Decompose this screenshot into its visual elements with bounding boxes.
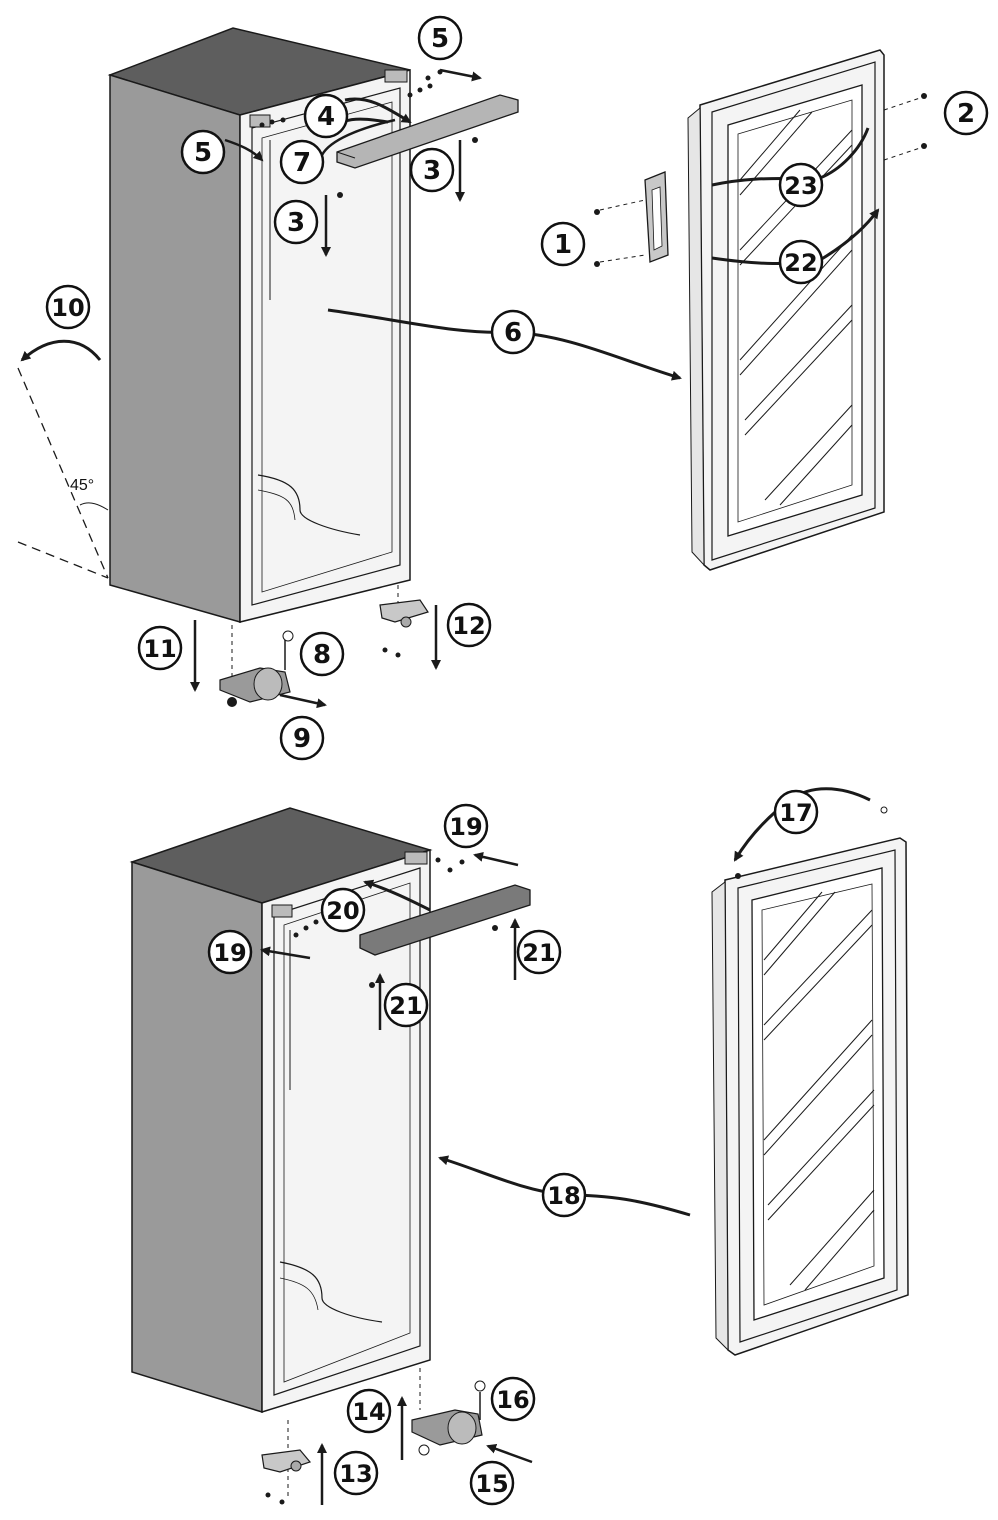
callout-c1: 1 bbox=[540, 221, 586, 267]
relocated-bottom-hinge bbox=[261, 1449, 312, 1473]
cabinet-top-scene: 45° bbox=[17, 27, 682, 709]
callout-circle bbox=[443, 803, 489, 849]
callout-c19b: 19 bbox=[207, 929, 253, 975]
callout-number: 17 bbox=[779, 799, 812, 827]
callout-c22: 22 bbox=[778, 239, 824, 285]
callout-circle bbox=[180, 129, 226, 175]
callout-number: 22 bbox=[784, 249, 817, 277]
callout-number: 13 bbox=[339, 1460, 372, 1488]
callout-c19a: 19 bbox=[443, 803, 489, 849]
callout-number: 14 bbox=[352, 1398, 385, 1426]
glass-door-top bbox=[594, 49, 927, 571]
callout-circle bbox=[490, 309, 536, 355]
callout-number: 5 bbox=[431, 24, 449, 54]
callout-circle bbox=[299, 631, 345, 677]
callout-c8: 8 bbox=[299, 631, 345, 677]
cabinet-bottom-scene bbox=[129, 807, 691, 1505]
tilt-angle-label: 45° bbox=[70, 477, 94, 494]
callout-number: 12 bbox=[452, 612, 485, 640]
callout-circle bbox=[469, 1460, 515, 1506]
callout-number: 23 bbox=[784, 172, 817, 200]
bottom-hinge-part bbox=[379, 599, 429, 623]
callout-c13: 13 bbox=[333, 1450, 379, 1496]
callout-c20: 20 bbox=[320, 887, 366, 933]
callout-circle bbox=[778, 239, 824, 285]
callout-number: 2 bbox=[957, 99, 975, 129]
callout-c5a: 5 bbox=[417, 15, 463, 61]
callout-c17: 17 bbox=[773, 789, 819, 835]
callout-number: 21 bbox=[389, 992, 422, 1020]
callout-number: 4 bbox=[317, 102, 335, 132]
callout-number: 16 bbox=[496, 1386, 529, 1414]
callout-number: 6 bbox=[504, 318, 522, 348]
callout-circle bbox=[320, 887, 366, 933]
hinge-cover-bar bbox=[336, 94, 519, 169]
callout-circle bbox=[490, 1376, 536, 1422]
callout-circle bbox=[446, 602, 492, 648]
callout-number: 5 bbox=[194, 138, 212, 168]
callout-circle bbox=[279, 139, 325, 185]
callout-number: 10 bbox=[51, 294, 84, 322]
callout-number: 20 bbox=[326, 897, 359, 925]
callout-number: 21 bbox=[522, 939, 555, 967]
callout-number: 19 bbox=[213, 939, 246, 967]
callout-c4: 4 bbox=[303, 93, 349, 139]
callout-circle bbox=[383, 982, 429, 1028]
callout-c18: 18 bbox=[541, 1172, 587, 1218]
callout-circle bbox=[778, 162, 824, 208]
callout-c7: 7 bbox=[279, 139, 325, 185]
callout-circle bbox=[279, 715, 325, 761]
callout-circle bbox=[346, 1388, 392, 1434]
callout-c5b: 5 bbox=[180, 129, 226, 175]
callout-number: 7 bbox=[293, 148, 311, 178]
callout-circle bbox=[541, 1172, 587, 1218]
callout-circle bbox=[943, 90, 989, 136]
callout-c12: 12 bbox=[446, 602, 492, 648]
callout-circle bbox=[409, 147, 455, 193]
callout-c6: 6 bbox=[490, 309, 536, 355]
callout-c11: 11 bbox=[137, 625, 183, 671]
callout-c2: 2 bbox=[943, 90, 989, 136]
callout-circle bbox=[540, 221, 586, 267]
callout-c3b: 3 bbox=[409, 147, 455, 193]
callout-c3a: 3 bbox=[273, 199, 319, 245]
callout-number: 3 bbox=[287, 208, 305, 238]
callout-c23: 23 bbox=[778, 162, 824, 208]
callout-c15: 15 bbox=[469, 1460, 515, 1506]
callout-number: 15 bbox=[475, 1470, 508, 1498]
callout-c21a: 21 bbox=[516, 929, 562, 975]
callout-c10: 10 bbox=[45, 284, 91, 330]
callout-c16: 16 bbox=[490, 1376, 536, 1422]
callout-circle bbox=[207, 929, 253, 975]
callout-circle bbox=[137, 625, 183, 671]
callout-c9: 9 bbox=[279, 715, 325, 761]
callout-number: 1 bbox=[554, 230, 572, 260]
glass-door-bottom bbox=[711, 787, 909, 1356]
callout-c14: 14 bbox=[346, 1388, 392, 1434]
callout-number: 11 bbox=[143, 635, 176, 663]
callout-number: 8 bbox=[313, 640, 331, 670]
callout-number: 18 bbox=[547, 1182, 580, 1210]
callout-number: 19 bbox=[449, 813, 482, 841]
callout-number: 3 bbox=[423, 156, 441, 186]
callout-number: 9 bbox=[293, 724, 311, 754]
callout-c21b: 21 bbox=[383, 982, 429, 1028]
callout-circle bbox=[333, 1450, 379, 1496]
callout-circle bbox=[45, 284, 91, 330]
callout-layer: 1233455678910111213141516171819192021212… bbox=[45, 15, 989, 1506]
callout-circle bbox=[417, 15, 463, 61]
callout-circle bbox=[516, 929, 562, 975]
callout-circle bbox=[273, 199, 319, 245]
callout-circle bbox=[303, 93, 349, 139]
callout-circle bbox=[773, 789, 819, 835]
